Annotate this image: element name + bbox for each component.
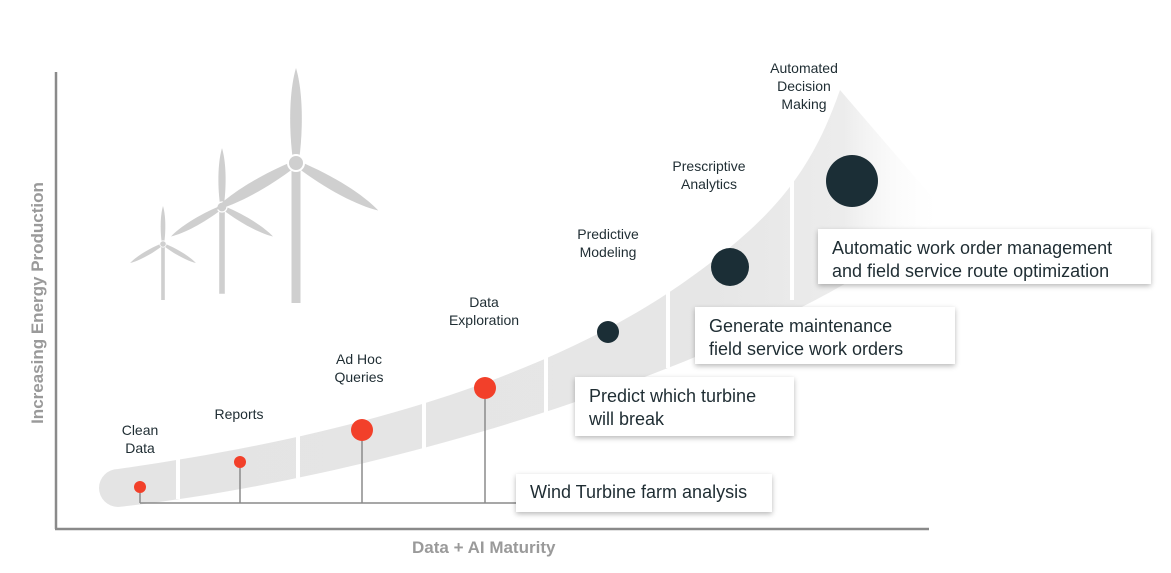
callout-predict-turbine: Predict which turbine will break — [575, 377, 794, 436]
stage-marker-automated-decision-making — [826, 155, 878, 207]
stage-marker-data-exploration — [474, 377, 496, 399]
callout-work-order-management: Automatic work order management and fiel… — [818, 229, 1151, 284]
stage-marker-predictive-modeling — [597, 321, 619, 343]
stage-markers — [134, 155, 878, 493]
stage-label-automated-decision-making: Automated Decision Making — [770, 60, 838, 112]
stage-label-predictive-modeling: Predictive Modeling — [577, 226, 639, 260]
callout-maintenance-work-orders: Generate maintenance field service work … — [695, 307, 955, 364]
stage-label-reports: Reports — [214, 406, 264, 422]
connector-lines — [139, 399, 516, 504]
y-axis-label: Increasing Energy Production — [28, 182, 47, 424]
maturity-band — [99, 90, 945, 507]
callout-wind-turbine-farm-analysis: Wind Turbine farm analysis — [516, 474, 772, 512]
stage-label-clean-data: Clean Data — [121, 422, 159, 456]
stage-marker-reports — [234, 456, 246, 468]
wind-turbine-icon — [127, 204, 199, 302]
stage-marker-clean-data — [134, 481, 146, 493]
wind-turbine-icon — [169, 148, 275, 294]
stage-label-prescriptive-analytics: Prescriptive Analytics — [672, 158, 746, 192]
wind-turbine-icon — [211, 68, 381, 303]
stage-label-data-exploration: Data Exploration — [448, 294, 520, 328]
band-separators — [176, 148, 794, 499]
stage-marker-prescriptive-analytics — [711, 248, 749, 286]
stage-label-ad-hoc-queries: Ad Hoc Queries — [334, 351, 384, 385]
x-axis-label: Data + AI Maturity — [412, 538, 556, 557]
stage-marker-ad-hoc-queries — [351, 419, 373, 441]
